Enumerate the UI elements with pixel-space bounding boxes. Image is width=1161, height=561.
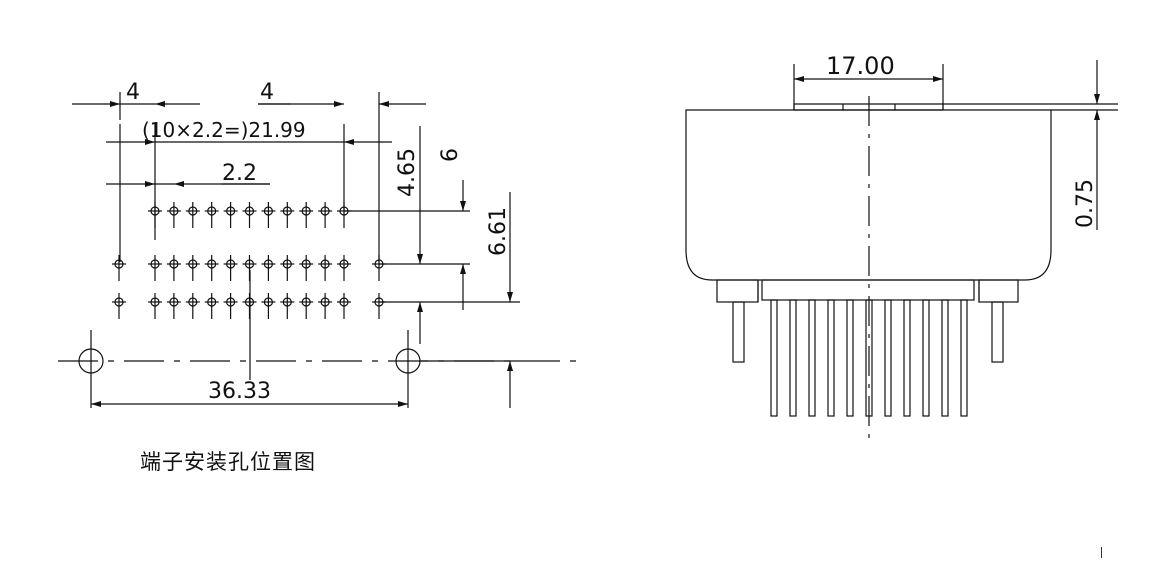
pin-row-1 — [148, 202, 351, 228]
dim-label-36-33: 36.33 — [208, 379, 271, 404]
side-pin-4 — [846, 299, 854, 417]
dim-label-6: 6 — [438, 148, 463, 162]
drawing-caption: 端子安装孔位置图 — [140, 450, 316, 474]
side-pin-1 — [789, 299, 797, 417]
side-pin-2 — [808, 299, 816, 417]
dim-label-row-span: (10×2.2=)21.99 — [142, 118, 306, 142]
side-pin-9 — [941, 299, 949, 417]
dim-label-pin-pitch: 2.2 — [222, 161, 257, 186]
dim-label-4-right: 4 — [260, 80, 274, 105]
pin-row-3 — [112, 293, 386, 319]
dim-label-4-left: 4 — [126, 80, 140, 105]
dim-label-0-75: 0.75 — [1073, 179, 1098, 228]
pin-row-2 — [112, 255, 386, 281]
page-mark — [1101, 547, 1102, 558]
dim-label-4-65: 4.65 — [395, 148, 420, 197]
side-pin-0 — [770, 299, 778, 417]
dim-label-17: 17.00 — [826, 52, 895, 80]
side-profile-view — [685, 60, 1118, 438]
side-pin-10 — [960, 299, 968, 417]
hole-layout-view — [58, 92, 578, 408]
dim-label-6-61: 6.61 — [486, 207, 511, 256]
side-pin-7 — [903, 299, 911, 417]
side-pin-3 — [827, 299, 835, 417]
side-pin-8 — [922, 299, 930, 417]
side-pin-6 — [884, 299, 892, 417]
